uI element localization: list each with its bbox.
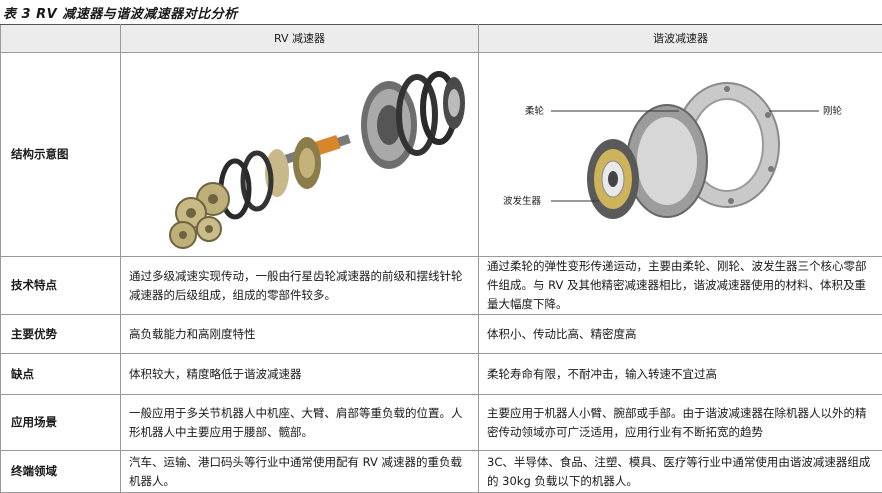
table-row: 缺点 体积较大，精度略低于谐波减速器 柔轮寿命有限，不耐冲击，输入转速不宜过高 (1, 354, 882, 395)
label-circular-spline: 刚轮 (823, 105, 843, 117)
harmonic-cell: 通过柔轮的弹性变形传递运动，主要由柔轮、刚轮、波发生器三个核心零部件组成。与 R… (479, 257, 882, 315)
row-label: 缺点 (1, 354, 121, 395)
table-row: 应用场景 一般应用于多关节机器人中机座、大臂、肩部等重负载的位置。人形机器人中主… (1, 395, 882, 451)
header-rv: RV 减速器 (121, 25, 479, 53)
table-row: 结构示意图 (1, 53, 882, 257)
rv-cell: 汽车、运输、港口码头等行业中通常使用配有 RV 减速器的重负载机器人。 (121, 451, 479, 493)
harmonic-reducer-image: 柔轮 刚轮 波发生器 (479, 53, 882, 257)
rv-reducer-illustration (121, 53, 479, 256)
rv-cell: 高负载能力和高刚度特性 (121, 315, 479, 354)
row-label: 应用场景 (1, 395, 121, 451)
rv-cell: 通过多级减速实现传动，一般由行星齿轮减速器的前级和摆线针轮减速器的后级组成，组成… (121, 257, 479, 315)
header-col1 (1, 25, 121, 53)
harmonic-cell: 主要应用于机器人小臂、腕部或手部。由于谐波减速器在除机器人以外的精密传动领域亦可… (479, 395, 882, 451)
harmonic-cell: 3C、半导体、食品、注塑、模具、医疗等行业中通常使用由谐波减速器组成的 30kg… (479, 451, 882, 493)
row-label: 主要优势 (1, 315, 121, 354)
harmonic-cell: 柔轮寿命有限，不耐冲击，输入转速不宜过高 (479, 354, 882, 395)
row-label: 技术特点 (1, 257, 121, 315)
comparison-table: RV 减速器 谐波减速器 结构示意图 (0, 24, 882, 493)
row-label: 终端领域 (1, 451, 121, 493)
harmonic-cell: 体积小、传动比高、精密度高 (479, 315, 882, 354)
table-header-row: RV 减速器 谐波减速器 (1, 25, 882, 53)
header-harmonic: 谐波减速器 (479, 25, 882, 53)
table-row: 主要优势 高负载能力和高刚度特性 体积小、传动比高、精密度高 (1, 315, 882, 354)
label-flexspline: 柔轮 (525, 105, 545, 117)
label-wave-generator: 波发生器 (503, 195, 542, 207)
table-row: 技术特点 通过多级减速实现传动，一般由行星齿轮减速器的前级和摆线针轮减速器的后级… (1, 257, 882, 315)
table-title: 表 3 RV 减速器与谐波减速器对比分析 (3, 3, 238, 22)
table-row: 终端领域 汽车、运输、港口码头等行业中通常使用配有 RV 减速器的重负载机器人。… (1, 451, 882, 493)
rv-reducer-image (121, 53, 479, 257)
harmonic-reducer-illustration: 柔轮 刚轮 波发生器 (479, 53, 882, 256)
row-label: 结构示意图 (1, 53, 121, 257)
rv-cell: 体积较大，精度略低于谐波减速器 (121, 354, 479, 395)
rv-cell: 一般应用于多关节机器人中机座、大臂、肩部等重负载的位置。人形机器人中主要应用于腰… (121, 395, 479, 451)
